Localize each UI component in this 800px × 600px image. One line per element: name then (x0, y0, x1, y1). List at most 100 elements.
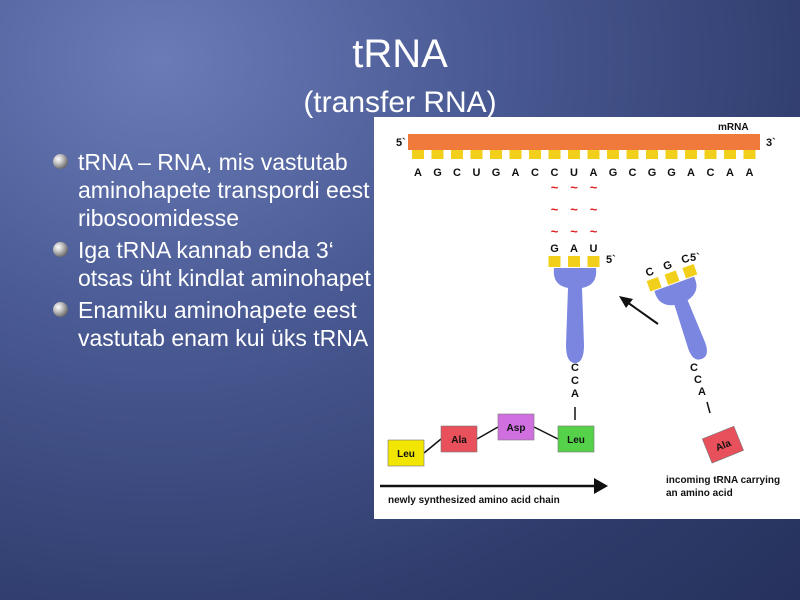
base-pair-bond-mark: ~ (590, 202, 598, 217)
base-pair-bond-mark: ~ (570, 202, 578, 217)
mrna-codon-letter: C (629, 167, 637, 179)
mrna-strand (408, 134, 760, 150)
mrna-codon-letter: A (746, 167, 754, 179)
slide-title: tRNA (352, 32, 448, 76)
base-pair-bond-mark: ~ (551, 224, 559, 239)
incoming-caption-line1: incoming tRNA carrying (666, 475, 780, 486)
mrna-codon-letter: G (648, 167, 657, 179)
amino-acid-label: Ala (451, 435, 467, 446)
mrna-base-block (646, 150, 658, 159)
mrna-base-block (568, 150, 580, 159)
bullet-text: tRNA – RNA, mis vastutab aminohapete tra… (78, 149, 370, 231)
incoming-trna-cca-letter: A (698, 386, 706, 398)
bound-anticodon-base-block (548, 256, 561, 267)
bound-anticodon-letter: U (590, 243, 598, 255)
bound-anticodon-base-block (568, 256, 580, 267)
base-pair-bond-mark: ~ (570, 180, 578, 195)
mrna-base-block (607, 150, 619, 159)
mrna-codon-letter: C (531, 167, 539, 179)
bound-trna-cca-letter: C (571, 362, 579, 374)
mrna-codon-letter: G (492, 167, 501, 179)
amino-acid-label: Leu (397, 449, 415, 460)
mrna-label: mRNA (718, 122, 749, 133)
peptide-bond-line (533, 426, 559, 440)
mrna-base-block (529, 150, 541, 159)
bullet-sphere-icon (53, 154, 68, 169)
incoming-trna-link-line (706, 401, 711, 414)
mrna-base-block (626, 150, 639, 159)
mrna-base-block (490, 150, 502, 159)
base-pair-bond-mark: ~ (551, 202, 559, 217)
bound-anticodon-base-block (587, 256, 600, 267)
mrna-base-block (431, 150, 444, 159)
mrna-5prime-label: 5` (396, 137, 406, 149)
mrna-base-block (665, 150, 678, 159)
amino-acid-label: Asp (507, 423, 526, 434)
mrna-base-block (685, 150, 697, 159)
mrna-codon-letter: C (453, 167, 461, 179)
incoming-caption-line2: an amino acid (666, 488, 733, 499)
base-pair-bond-mark: ~ (590, 180, 598, 195)
mrna-base-block (704, 150, 717, 159)
bullet-item: Iga tRNA kannab enda 3‘ otsas üht kindla… (50, 236, 385, 292)
incoming-trna-cca-letter: C (694, 374, 702, 386)
amino-acid-box (440, 425, 478, 453)
slide-subtitle: (transfer RNA) (303, 86, 497, 119)
mrna-base-block (548, 150, 561, 159)
amino-acid-label: Leu (567, 435, 585, 446)
mrna-codon-letter: G (667, 167, 676, 179)
mrna-base-block (509, 150, 522, 159)
mrna-base-block (412, 150, 424, 159)
incoming-arrow-head-icon (619, 296, 633, 308)
bound-trna-shape (553, 268, 597, 363)
bullet-list: tRNA – RNA, mis vastutab aminohapete tra… (50, 148, 385, 356)
mrna-codon-letter: A (726, 167, 734, 179)
bullet-sphere-icon (53, 302, 68, 317)
bullet-item: Enamiku aminohapete eest vastutab enam k… (50, 296, 385, 352)
incoming-amino-acid-box (701, 425, 744, 464)
incoming-arrow-shaft (626, 301, 659, 325)
amino-acid-box (557, 425, 595, 453)
amino-acid-box (497, 413, 535, 441)
mrna-codon-letter: A (512, 167, 520, 179)
bullet-text: Iga tRNA kannab enda 3‘ otsas üht kindla… (78, 237, 371, 291)
peptide-bond-line (476, 426, 499, 440)
mrna-codon-letter: C (551, 167, 559, 179)
incoming-trna-cca-letter: C (690, 362, 698, 374)
base-pair-bond-mark: ~ (551, 180, 559, 195)
bound-trna-cca-letter: A (571, 388, 579, 400)
bound-trna-5prime-label: 5` (606, 254, 616, 266)
bullet-item: tRNA – RNA, mis vastutab aminohapete tra… (50, 148, 385, 232)
mrna-codon-letter: A (590, 167, 598, 179)
bound-trna-cca-letter: C (571, 375, 579, 387)
mrna-codon-letter: C (707, 167, 715, 179)
mrna-codon-letter: A (414, 167, 422, 179)
incoming-anticodon-letter: C (644, 265, 656, 279)
peptide-bond-line (423, 438, 442, 454)
incoming-anticodon-base-block (646, 277, 662, 292)
incoming-anticodon-base-block (664, 270, 680, 285)
incoming-anticodon-letter: G (662, 259, 674, 273)
bound-anticodon-letter: G (550, 243, 559, 255)
chain-direction-arrow-head-icon (594, 478, 608, 494)
amino-acid-box (387, 439, 425, 467)
mrna-base-block (587, 150, 600, 159)
mrna-3prime-label: 3` (766, 137, 776, 149)
mrna-codon-letter: A (687, 167, 695, 179)
mrna-codon-letter: U (570, 167, 578, 179)
incoming-trna-5prime-label: 5` (690, 252, 700, 264)
mrna-base-block (470, 150, 483, 159)
incoming-anticodon-base-block (682, 264, 698, 279)
chain-caption: newly synthesized amino acid chain (388, 495, 560, 506)
base-pair-bond-mark: ~ (590, 224, 598, 239)
mrna-base-block (743, 150, 756, 159)
base-pair-bond-mark: ~ (570, 224, 578, 239)
mrna-base-block (724, 150, 736, 159)
mrna-codon-letter: U (473, 167, 481, 179)
mrna-base-block (451, 150, 463, 159)
bullet-sphere-icon (53, 242, 68, 257)
bullet-text: Enamiku aminohapete eest vastutab enam k… (78, 297, 369, 351)
mrna-codon-letter: G (609, 167, 618, 179)
incoming-anticodon-letter: C (680, 252, 692, 266)
